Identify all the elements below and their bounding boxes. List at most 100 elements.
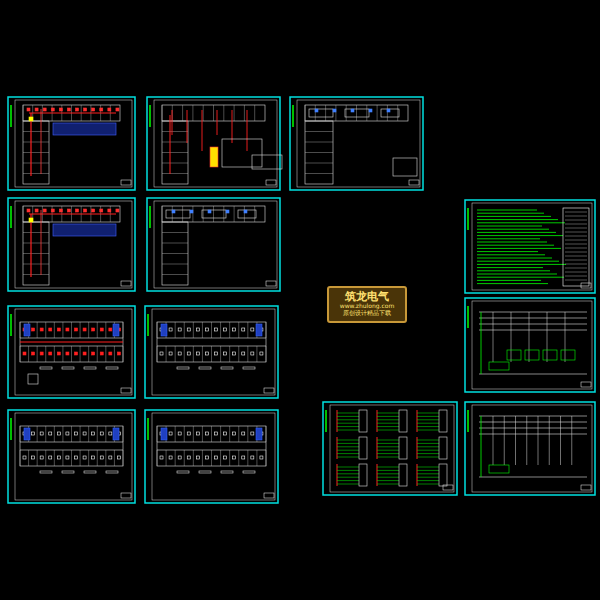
room-partition [202, 346, 203, 362]
fixture-symbol [92, 456, 95, 459]
sheet-frame [290, 97, 423, 190]
room-partition [162, 173, 188, 174]
ground-line [479, 374, 587, 375]
fixture-symbol [233, 328, 236, 331]
circuit-label-box [399, 410, 407, 432]
room-partition [175, 450, 176, 466]
drawing-sheet [147, 198, 280, 291]
fixture-symbol [251, 352, 254, 355]
fixture-symbol [242, 328, 245, 331]
room-partition [157, 322, 158, 338]
plan-wall [162, 121, 188, 184]
room-partition [193, 346, 194, 362]
panel-symbol [29, 218, 33, 222]
room-partition [211, 346, 212, 362]
title-block [581, 283, 591, 288]
meter-box [489, 362, 509, 370]
stair-symbol [161, 428, 167, 440]
fixture-symbol [43, 108, 46, 111]
room-partition [166, 346, 167, 362]
room-partition [213, 105, 214, 121]
room-partition [202, 450, 203, 466]
room-partition [162, 206, 163, 222]
sheet-frame [147, 198, 280, 291]
room-partition [20, 322, 21, 338]
fixture-symbol [108, 209, 111, 212]
room-partition [202, 322, 203, 338]
fixture-symbol [84, 108, 87, 111]
fixture-symbol [117, 352, 120, 355]
side-strip [10, 418, 12, 440]
table-row [565, 220, 587, 221]
plan-wall [157, 426, 266, 466]
room-partition [157, 450, 158, 466]
fixture-symbol [57, 456, 60, 459]
wiring-run [232, 110, 233, 143]
room-partition [366, 105, 367, 121]
fixture-symbol [92, 328, 95, 331]
room-partition [123, 450, 124, 466]
room-partition [182, 206, 183, 222]
circuit-line [377, 426, 399, 427]
device-symbol [369, 109, 372, 112]
sheet-frame [8, 306, 135, 398]
table-row [565, 272, 587, 273]
drawing-sheet [147, 97, 282, 190]
table-row [565, 276, 587, 277]
room-partition [162, 105, 163, 121]
fixture-symbol [109, 456, 112, 459]
sheet-inner-frame [297, 100, 420, 187]
wiring-run [41, 210, 42, 275]
room-partition [97, 426, 98, 442]
room-partition [244, 206, 245, 222]
feeder-line [481, 312, 482, 374]
panel-symbol [29, 117, 33, 121]
watermark-text: www.zhulong.com [340, 303, 395, 310]
circuit-line [417, 416, 439, 417]
fixture-symbol [116, 108, 119, 111]
room-outline [381, 109, 399, 117]
riser-line [515, 416, 516, 465]
circuit-line [337, 419, 359, 420]
incoming-line [337, 464, 338, 486]
room-partition [238, 426, 239, 442]
fixture-symbol [233, 352, 236, 355]
circuit-label-box [399, 437, 407, 459]
room-partition [71, 426, 72, 442]
dimension-mark [40, 471, 52, 473]
incoming-line [377, 410, 378, 432]
fixture-symbol [75, 456, 78, 459]
sheet-inner-frame [152, 413, 275, 500]
dimension-mark [221, 367, 233, 369]
riser-line [571, 416, 572, 465]
room-partition [266, 346, 267, 362]
fixture-symbol [169, 432, 172, 435]
circuit-line [377, 480, 399, 481]
stair-symbol [113, 324, 119, 336]
drawing-sheet [465, 200, 595, 293]
fixture-symbol [205, 432, 208, 435]
note-line [477, 222, 565, 223]
fixture-symbol [160, 352, 163, 355]
fixture-symbol [260, 352, 263, 355]
room-fill [53, 224, 116, 236]
fixture-symbol [116, 209, 119, 212]
circuit-line [337, 450, 359, 451]
room-partition [23, 163, 49, 164]
room-partition [80, 346, 81, 362]
fixture-symbol [260, 456, 263, 459]
fixture-symbol [187, 432, 190, 435]
title-block [121, 180, 131, 185]
room-partition [229, 450, 230, 466]
circuit-line [337, 480, 359, 481]
circuit-line [417, 430, 439, 431]
room-partition [220, 426, 221, 442]
table-row [565, 236, 587, 237]
sheet-inner-frame [154, 201, 277, 288]
circuit-line [377, 470, 399, 471]
room-partition [37, 322, 38, 338]
fixture-symbol [57, 352, 60, 355]
room-partition [305, 163, 333, 164]
room-partition [162, 142, 188, 143]
room-partition [45, 322, 46, 338]
